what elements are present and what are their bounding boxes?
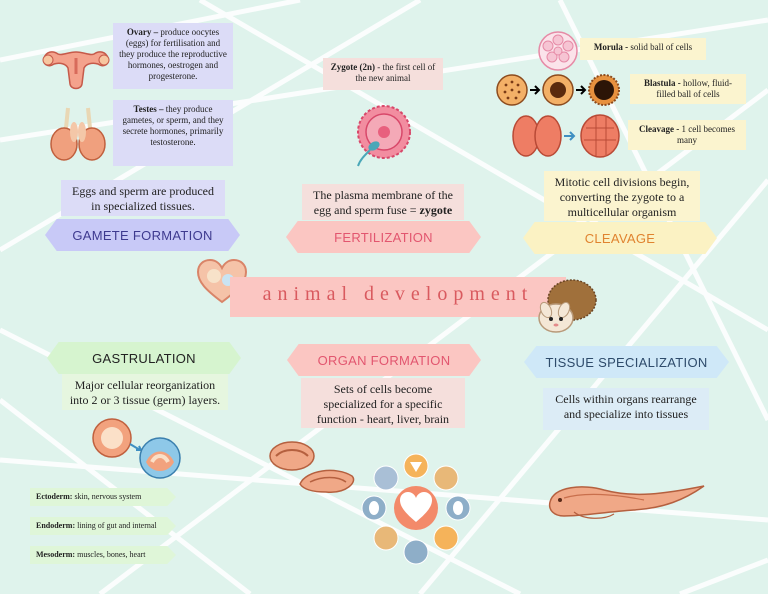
- cleavage-icon: [512, 114, 620, 158]
- blastula-icon: [496, 74, 620, 106]
- gastrulation-desc: Major cellular reorganization into 2 or …: [62, 374, 228, 410]
- tadpole-icon: [548, 485, 705, 519]
- organ-desc: Sets of cells become specialized for a s…: [301, 378, 465, 428]
- germ-layer-endoderm: Endoderm: lining of gut and internal: [30, 517, 176, 535]
- uterus-icon: [42, 51, 110, 90]
- blastula-note: Blastula - hollow, fluid-filled ball of …: [630, 74, 746, 104]
- cleavage-desc: Mitotic cell divisions begin, converting…: [544, 171, 700, 221]
- stage-organ-formation: ORGAN FORMATION: [287, 344, 481, 376]
- germ-layer-ectoderm: Ectoderm: skin, nervous system: [30, 488, 176, 506]
- gastrula-icon: [92, 418, 181, 479]
- stage-gastrulation: GASTRULATION: [47, 342, 241, 374]
- morula-note: Morula - solid ball of cells: [580, 38, 706, 60]
- title-banner: [230, 277, 566, 317]
- tissue-desc: Cells within organs rearrange and specia…: [543, 388, 709, 430]
- sperm-egg-icon: [357, 105, 411, 167]
- page-title: animal development: [262, 283, 534, 305]
- testes-icon: [50, 107, 106, 161]
- embryo-icon: [269, 441, 355, 493]
- organs-icon: [361, 453, 471, 565]
- cleavage-note: Cleavage - 1 cell becomes many: [628, 120, 746, 150]
- ovary-note: Ovary – produce oocytes (eggs) for ferti…: [113, 23, 233, 89]
- hedgehog-icon: [538, 279, 597, 333]
- stage-fertilization: FERTILIZATION: [286, 221, 481, 253]
- stage-tissue-specialization: TISSUE SPECIALIZATION: [524, 346, 729, 378]
- fertilization-desc: The plasma membrane of the egg and sperm…: [302, 184, 464, 220]
- gamete-desc: Eggs and sperm are produced in specializ…: [61, 180, 225, 216]
- testes-note: Testes – they produce gametes, or sperm,…: [113, 100, 233, 166]
- zygote-note: Zygote (2n) - the first cell of the new …: [323, 58, 443, 90]
- stage-cleavage: CLEAVAGE: [523, 222, 717, 254]
- germ-layer-mesoderm: Mesoderm: muscles, bones, heart: [30, 546, 176, 564]
- stage-gamete-formation: GAMETE FORMATION: [45, 219, 240, 251]
- morula-icon: [538, 31, 578, 71]
